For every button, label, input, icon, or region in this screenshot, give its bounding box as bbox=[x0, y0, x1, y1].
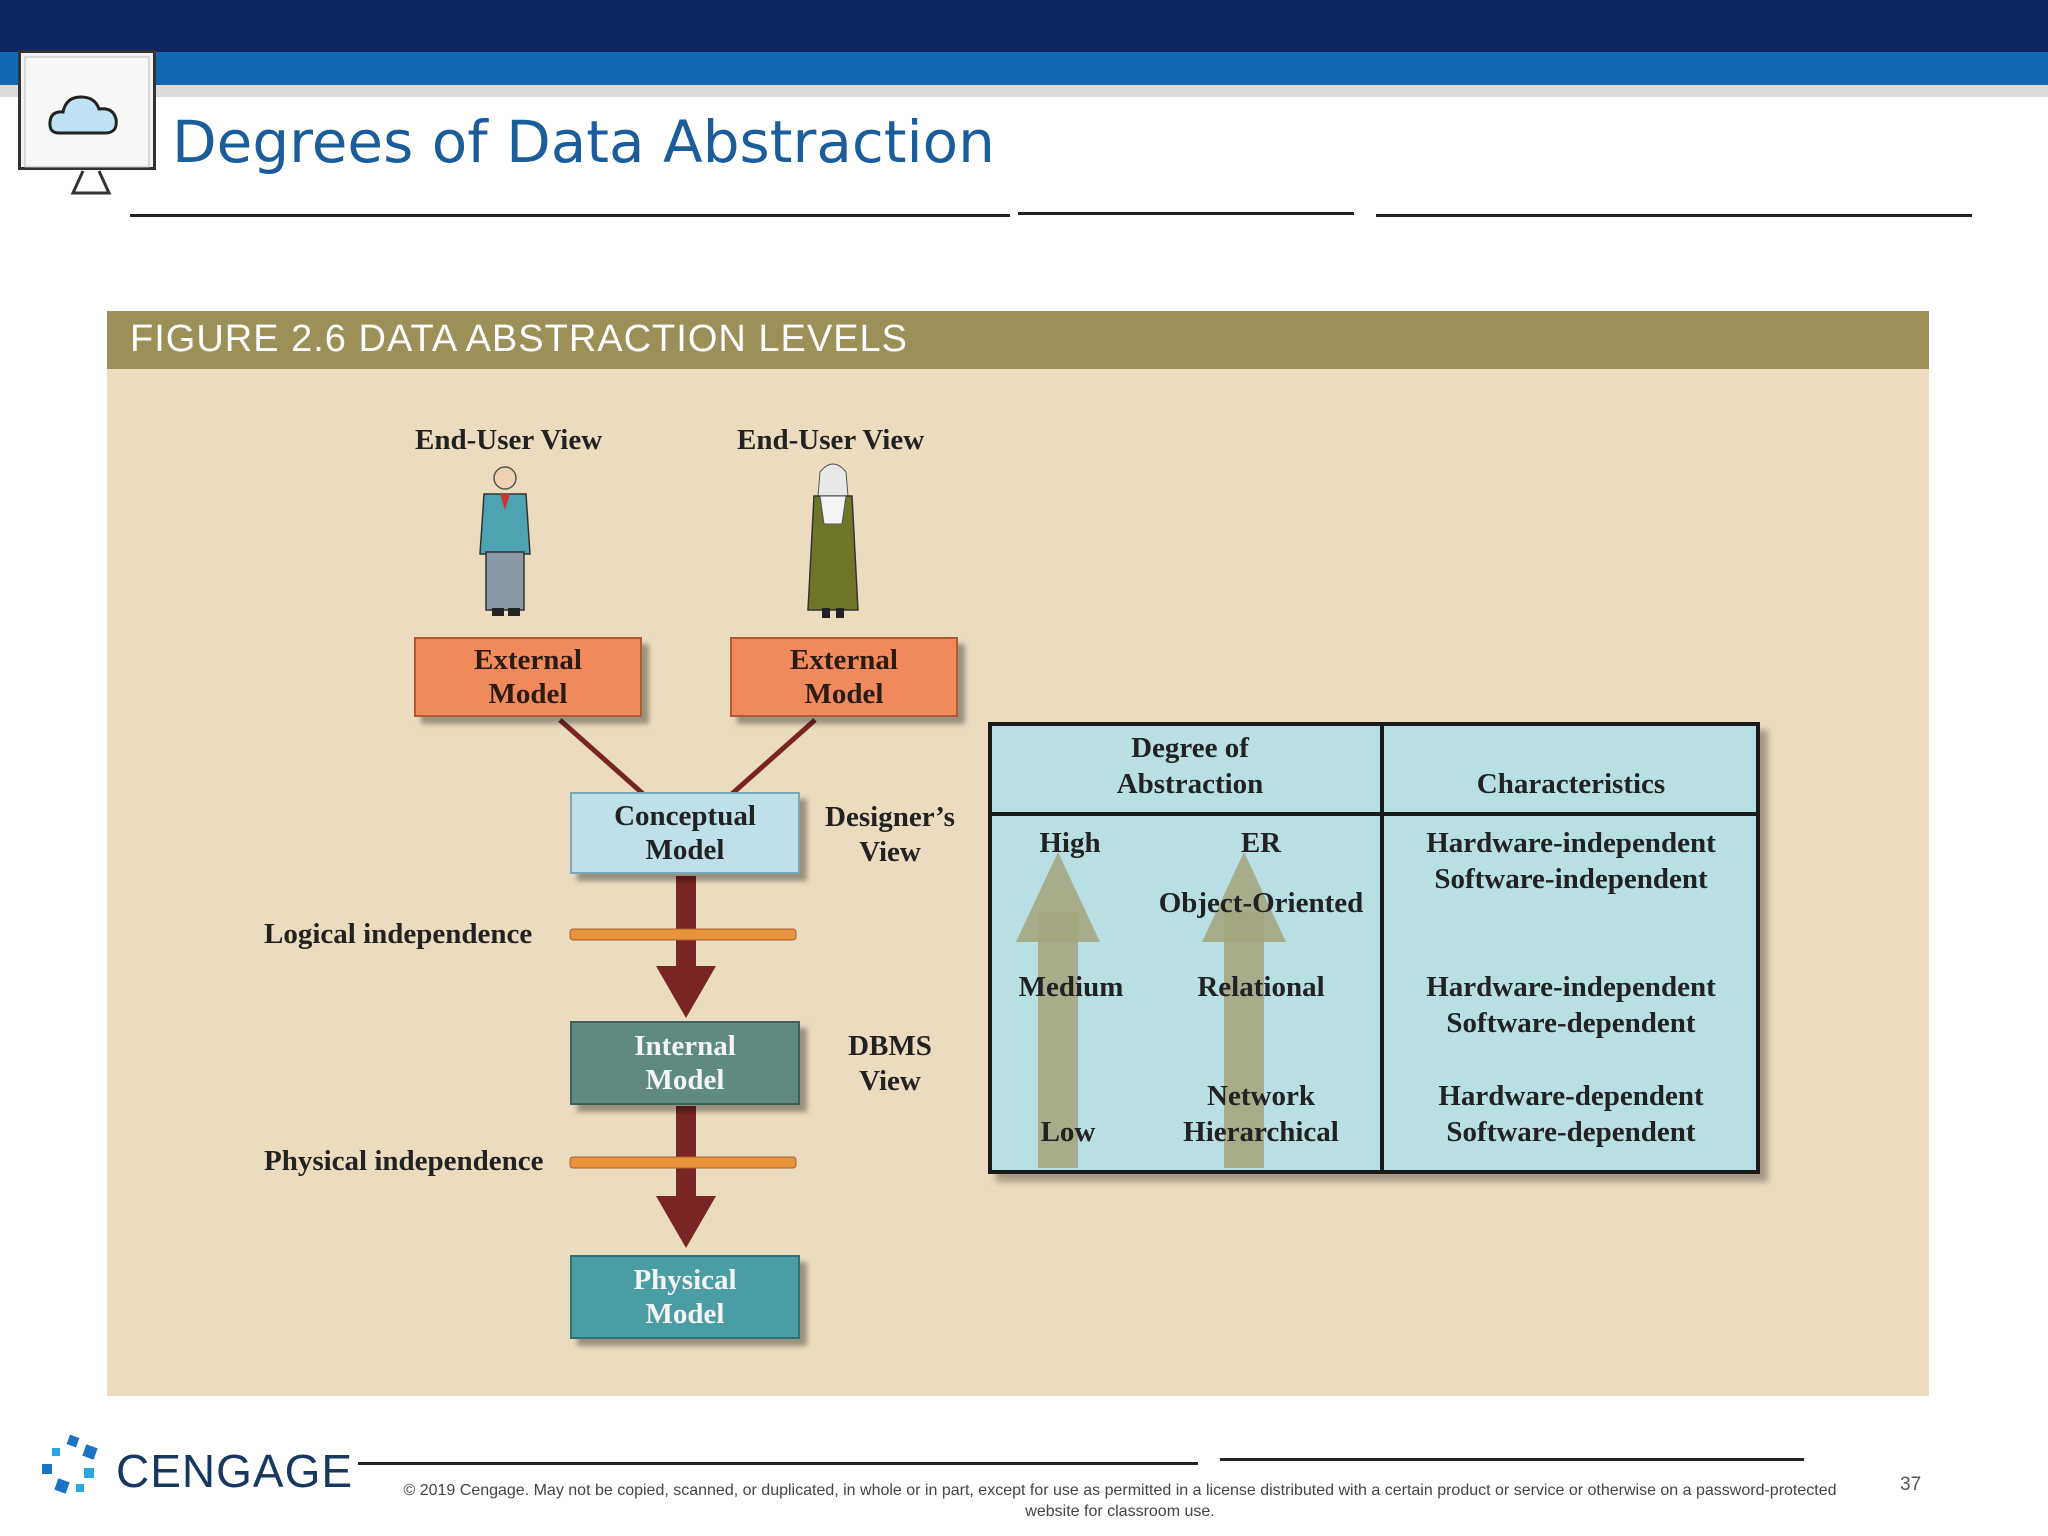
end-user-view-label: End-User View bbox=[415, 424, 603, 456]
box-label: Internal bbox=[634, 1030, 736, 1062]
box-label: External bbox=[790, 644, 898, 676]
male-user-icon bbox=[479, 466, 531, 616]
box-label: External bbox=[474, 644, 582, 676]
table-header-characteristics: Characteristics bbox=[1476, 768, 1666, 800]
box-label: Model bbox=[645, 834, 725, 866]
abstraction-table bbox=[988, 722, 1760, 1174]
box-label: Model bbox=[645, 1064, 725, 1096]
model-relational: Relational bbox=[1197, 971, 1325, 1003]
box-label: Physical bbox=[633, 1264, 737, 1296]
model-network: Network bbox=[1207, 1080, 1315, 1112]
table-grid bbox=[988, 722, 1760, 1174]
logical-independence-label: Logical independence bbox=[264, 918, 533, 950]
page-number: 37 bbox=[1900, 1474, 1922, 1495]
end-user-view-label: End-User View bbox=[737, 424, 925, 456]
page-title: Degrees of Data Abstraction bbox=[172, 108, 995, 176]
model-object-oriented: Object-Oriented bbox=[1158, 887, 1364, 919]
physical-independence-label: Physical independence bbox=[264, 1145, 544, 1177]
title-divider bbox=[1376, 214, 1972, 217]
box-label: Model bbox=[488, 678, 568, 710]
box-label: Model bbox=[645, 1298, 725, 1330]
cloud-computer-icon bbox=[18, 50, 156, 195]
level-medium: Medium bbox=[1018, 971, 1124, 1003]
footer-divider bbox=[1220, 1458, 1804, 1461]
copyright-text: © 2019 Cengage. May not be copied, scann… bbox=[403, 1482, 1837, 1520]
figure-header-bar bbox=[107, 311, 1929, 369]
level-high: High bbox=[1039, 827, 1101, 859]
top-bar-accent bbox=[0, 52, 2048, 85]
top-bar-shadow bbox=[0, 85, 2048, 97]
top-bar bbox=[0, 0, 2048, 52]
female-user-icon bbox=[807, 463, 859, 618]
figure-title: FIGURE 2.6 DATA ABSTRACTION LEVELS bbox=[130, 318, 909, 360]
level-low: Low bbox=[1040, 1116, 1096, 1148]
title-divider bbox=[1018, 212, 1354, 215]
title-divider bbox=[130, 214, 1010, 217]
brand-name: CENGAGE bbox=[116, 1445, 354, 1497]
box-label: Model bbox=[804, 678, 884, 710]
model-er: ER bbox=[1240, 827, 1282, 859]
footer-divider bbox=[358, 1462, 1198, 1465]
cengage-logo-icon bbox=[42, 1434, 98, 1494]
model-hierarchical: Hierarchical bbox=[1183, 1116, 1339, 1148]
box-label: Conceptual bbox=[614, 800, 756, 832]
